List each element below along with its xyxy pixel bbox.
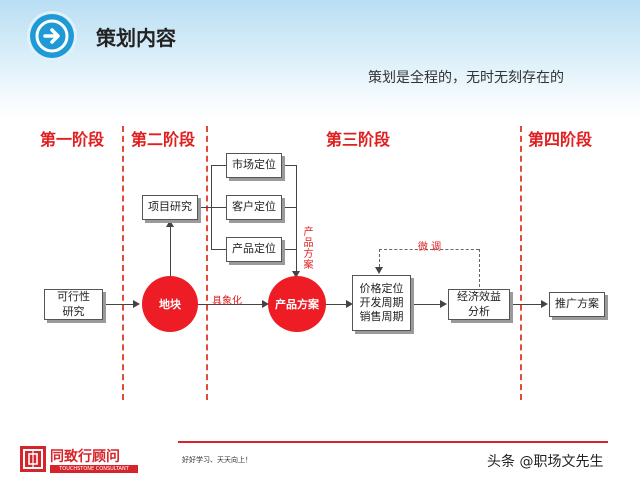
stage-4-label: 第四阶段 <box>528 130 593 149</box>
feedback-line <box>379 249 380 267</box>
connector-line <box>211 249 226 250</box>
watermark-text: 头条 @职场文先生 <box>487 454 604 470</box>
connector-line <box>326 304 346 305</box>
footer-slogan: 好好学习、天天向上！ <box>182 456 252 464</box>
economic-analysis-box: 经济效益 分析 <box>448 289 510 320</box>
connector-line <box>510 304 541 305</box>
project-research-box: 项目研究 <box>142 195 198 220</box>
connector-line <box>411 304 440 305</box>
stage-3-label: 第三阶段 <box>326 130 391 149</box>
connector-line <box>282 165 296 166</box>
product-positioning-box: 产品定位 <box>226 237 282 262</box>
arrow-head <box>133 300 140 308</box>
connector-line <box>198 304 262 305</box>
stage-divider <box>520 126 522 400</box>
feasibility-study-box: 可行性 研究 <box>44 289 103 320</box>
logo-english-name: TOUCHSTONE CONSULTANT <box>50 465 138 473</box>
connector-line <box>282 249 296 250</box>
connector-line <box>211 165 226 166</box>
concretize-label: 具象化 <box>212 296 242 307</box>
promotion-plan-box: 推广方案 <box>549 292 605 317</box>
stage-1-label: 第一阶段 <box>40 130 105 149</box>
header-band <box>0 0 640 120</box>
company-logo: 同致行顾问 TOUCHSTONE CONSULTANT <box>20 446 138 474</box>
arrow-head <box>166 220 174 227</box>
arrow-head <box>440 300 447 308</box>
connector-line <box>282 207 296 208</box>
fine-tune-label: 微 调 <box>418 242 442 253</box>
connector-line <box>211 207 226 208</box>
stage-divider <box>206 126 208 400</box>
connector-line <box>103 304 133 305</box>
page-title: 策划内容 <box>96 26 176 50</box>
page-subtitle: 策划是全程的，无时无刻存在的 <box>368 70 564 86</box>
logo-name: 同致行顾问 <box>50 449 120 465</box>
product-plan-circle: 产品方案 <box>268 276 326 332</box>
connector-line <box>296 165 297 271</box>
connector-line <box>170 226 171 276</box>
arrow-head <box>262 300 269 308</box>
arrow-right-circle-icon[interactable] <box>30 14 74 58</box>
feedback-line <box>379 249 479 250</box>
footer-divider <box>178 441 608 443</box>
arrow-head <box>375 267 383 274</box>
arrow-head <box>541 300 548 308</box>
land-circle: 地块 <box>142 276 198 332</box>
market-positioning-box: 市场定位 <box>226 153 282 178</box>
product-plan-vertical-label: 产品方案 <box>301 226 312 270</box>
arrow-head <box>346 300 353 308</box>
connector-line <box>198 207 211 208</box>
feedback-line <box>479 249 480 287</box>
stage-2-label: 第二阶段 <box>131 130 196 149</box>
price-dev-sales-box: 价格定位 开发周期 销售周期 <box>352 275 411 331</box>
arrow-head <box>292 271 300 278</box>
logo-mark-icon <box>20 446 46 472</box>
stage-divider <box>122 126 124 400</box>
customer-positioning-box: 客户定位 <box>226 195 282 220</box>
